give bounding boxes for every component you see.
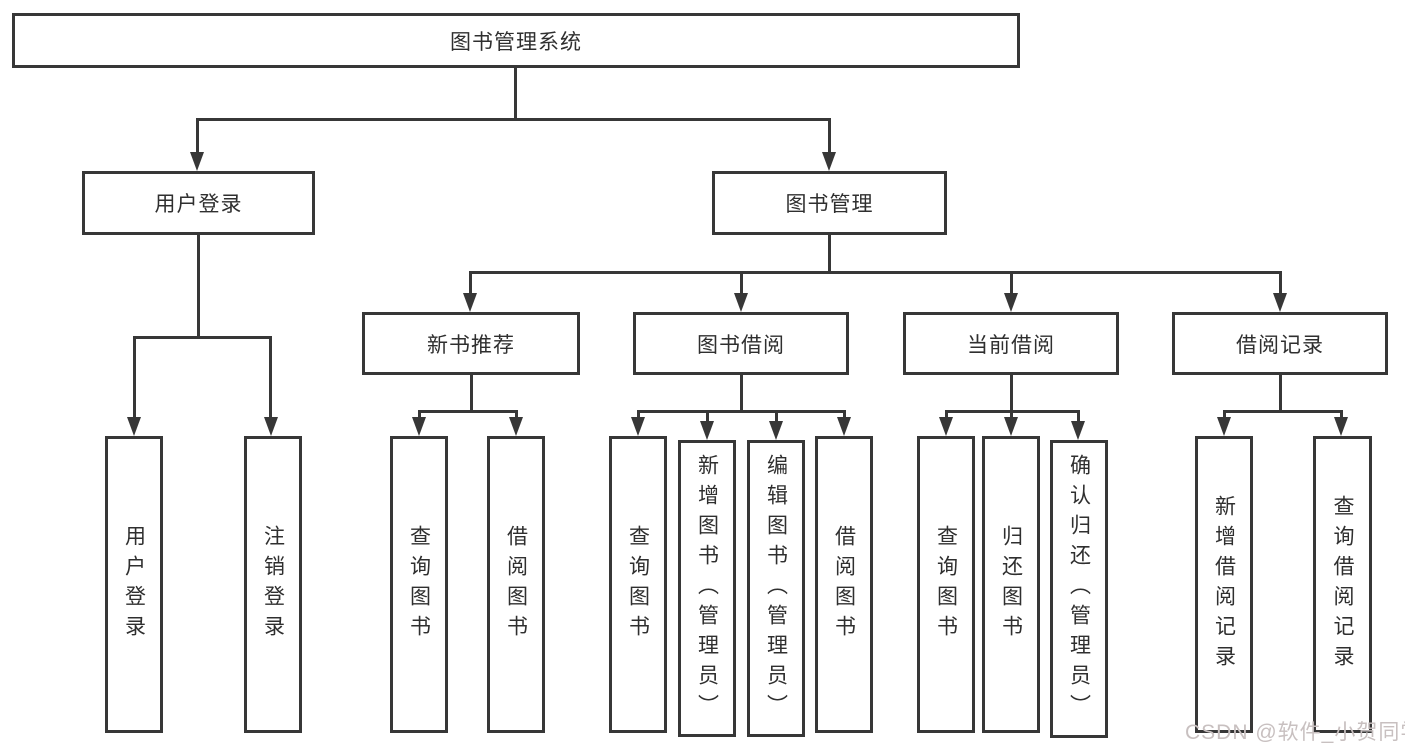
- connector-line: [418, 410, 421, 419]
- connector-line: [740, 375, 743, 410]
- node-label: 归还图书: [999, 524, 1023, 645]
- connector-line: [469, 271, 1282, 274]
- node-label: 注销登录: [261, 524, 285, 645]
- node-new-book-recommend: 新书推荐: [362, 312, 580, 375]
- arrow-down-icon: [939, 417, 953, 436]
- arrow-down-icon: [734, 293, 748, 312]
- node-leaf-user-login: 用户登录: [105, 436, 163, 733]
- node-borrow-records: 借阅记录: [1172, 312, 1388, 375]
- node-label: 用户登录: [122, 524, 146, 645]
- arrow-down-icon: [837, 417, 851, 436]
- connector-line: [418, 410, 517, 413]
- node-label: 编辑图书（管理员）: [764, 453, 788, 724]
- arrow-down-icon: [1334, 417, 1348, 436]
- node-leaf-confirm-return-admin: 确认归还（管理员）: [1050, 440, 1108, 738]
- connector-line: [1279, 271, 1282, 294]
- arrow-down-icon: [1004, 417, 1018, 436]
- node-label: 图书管理: [785, 193, 874, 216]
- arrow-down-icon: [631, 417, 645, 436]
- node-leaf-edit-book-admin: 编辑图书（管理员）: [747, 440, 805, 737]
- connector-line: [843, 410, 846, 419]
- connector-line: [515, 410, 518, 419]
- connector-line: [1010, 271, 1013, 294]
- connector-line: [133, 336, 136, 417]
- connector-line: [133, 336, 272, 339]
- connector-line: [1077, 410, 1080, 423]
- node-label: 借阅记录: [1236, 333, 1324, 357]
- node-label: 新书推荐: [427, 333, 515, 357]
- connector-line: [196, 118, 199, 152]
- node-leaf-borrow-books: 借阅图书: [487, 436, 545, 733]
- arrow-down-icon: [127, 417, 141, 436]
- connector-line: [196, 118, 831, 121]
- node-label: 确认归还（管理员）: [1067, 454, 1091, 724]
- node-user-login-branch: 用户登录: [82, 171, 315, 235]
- connector-line: [1279, 375, 1282, 410]
- connector-line: [740, 271, 743, 294]
- arrow-down-icon: [264, 417, 278, 436]
- connector-line: [637, 410, 845, 413]
- arrow-down-icon: [190, 152, 204, 171]
- connector-line: [1223, 410, 1343, 413]
- watermark: CSDN @软件_小贺同学: [1185, 721, 1405, 744]
- node-label: 借阅图书: [832, 524, 856, 645]
- connector-line: [1010, 375, 1013, 410]
- arrow-down-icon: [1273, 293, 1287, 312]
- node-label: 用户登录: [154, 193, 243, 216]
- node-label: 图书借阅: [697, 333, 785, 357]
- connector-line: [1340, 410, 1343, 419]
- node-label: 新增借阅记录: [1212, 494, 1236, 675]
- node-label: 借阅图书: [504, 524, 528, 645]
- node-leaf-query-books: 查询图书: [917, 436, 975, 733]
- node-root-label: 图书管理系统: [450, 30, 582, 54]
- arrow-down-icon: [463, 293, 477, 312]
- arrow-down-icon: [1217, 417, 1231, 436]
- node-label: 新增图书（管理员）: [695, 453, 719, 724]
- arrow-down-icon: [509, 417, 523, 436]
- node-root: 图书管理系统: [12, 13, 1020, 68]
- node-book-management-branch: 图书管理: [712, 171, 947, 235]
- node-leaf-borrow-books: 借阅图书: [815, 436, 873, 733]
- arrow-down-icon: [1071, 421, 1085, 440]
- arrow-down-icon: [412, 417, 426, 436]
- node-label: 查询借阅记录: [1331, 494, 1354, 675]
- connector-line: [469, 271, 472, 294]
- arrow-down-icon: [822, 152, 836, 171]
- node-leaf-add-borrow-record: 新增借阅记录: [1195, 436, 1253, 733]
- connector-line: [1223, 410, 1226, 419]
- connector-line: [945, 410, 948, 419]
- connector-line: [514, 68, 517, 118]
- node-current-borrow: 当前借阅: [903, 312, 1119, 375]
- node-label: 查询图书: [934, 524, 958, 645]
- connector-line: [828, 235, 831, 271]
- node-leaf-query-borrow-record: 查询借阅记录: [1313, 436, 1372, 733]
- connector-line: [828, 118, 831, 152]
- connector-line: [775, 410, 778, 423]
- arrow-down-icon: [769, 421, 783, 440]
- node-leaf-logout: 注销登录: [244, 436, 302, 733]
- node-label: 查询图书: [407, 524, 431, 645]
- connector-line: [1010, 410, 1013, 419]
- arrow-down-icon: [700, 421, 714, 440]
- node-leaf-query-books: 查询图书: [609, 436, 667, 733]
- node-label: 当前借阅: [967, 333, 1055, 357]
- node-leaf-add-book-admin: 新增图书（管理员）: [678, 440, 736, 737]
- node-leaf-return-books: 归还图书: [982, 436, 1040, 733]
- node-book-borrow: 图书借阅: [633, 312, 849, 375]
- connector-line: [470, 375, 473, 410]
- arrow-down-icon: [1004, 293, 1018, 312]
- connector-line: [269, 336, 272, 417]
- node-leaf-query-books: 查询图书: [390, 436, 448, 733]
- connector-line: [197, 235, 200, 336]
- node-label: 查询图书: [626, 524, 650, 645]
- connector-line: [706, 410, 709, 423]
- connector-line: [637, 410, 640, 419]
